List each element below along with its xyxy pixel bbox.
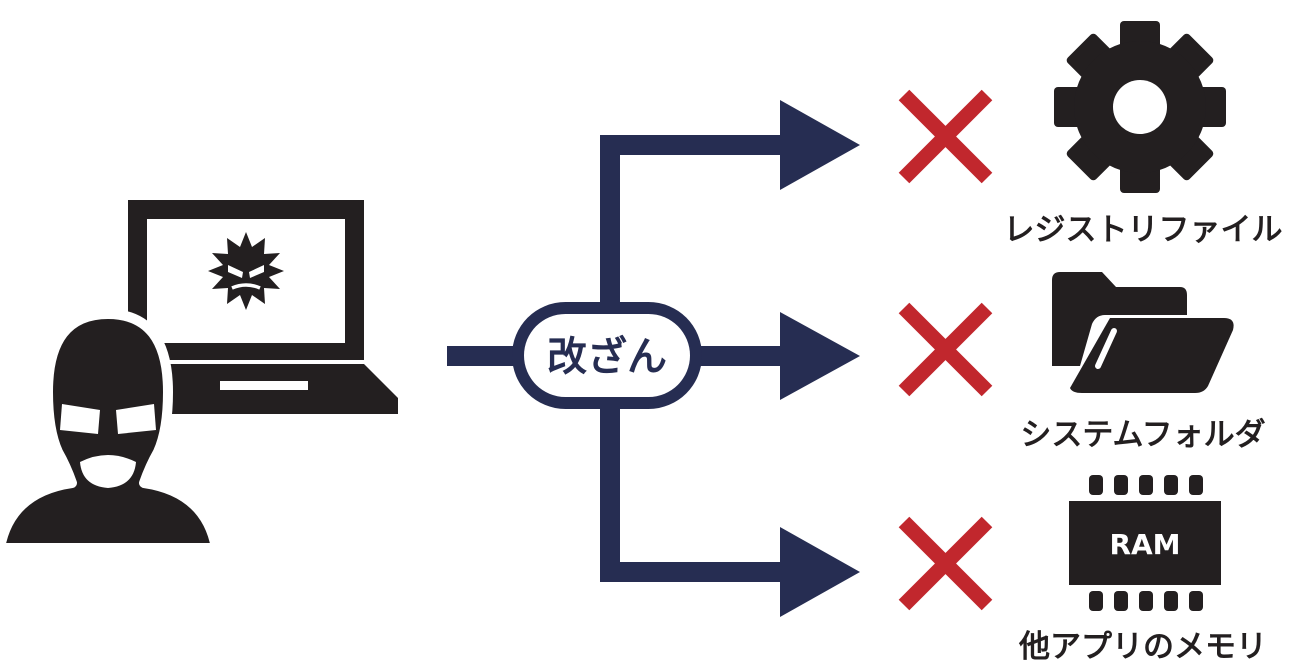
target-label-system-folder: システムフォルダ — [1020, 417, 1265, 453]
virus-icon — [208, 232, 284, 310]
x-mark-icon — [898, 302, 993, 397]
tamper-label: 改ざん — [547, 334, 667, 380]
masked-hacker-icon — [0, 309, 221, 553]
arrow-to-memory — [780, 527, 860, 617]
x-mark-icon — [898, 516, 993, 611]
folder-icon — [1052, 272, 1234, 393]
ram-chip-text: RAM — [1109, 528, 1180, 561]
arrow-to-system-folder — [780, 312, 860, 400]
target-label-registry: レジストリファイル — [1004, 212, 1283, 248]
gear-icon — [1054, 21, 1226, 193]
arrow-to-registry — [780, 100, 860, 190]
ram-chip-icon: RAM — [1069, 475, 1221, 611]
tamper-label-pill: 改ざん — [512, 302, 702, 409]
connector-lines — [447, 135, 790, 582]
target-label-memory: 他アプリのメモリ — [1018, 629, 1267, 665]
x-mark-icon — [898, 89, 993, 184]
